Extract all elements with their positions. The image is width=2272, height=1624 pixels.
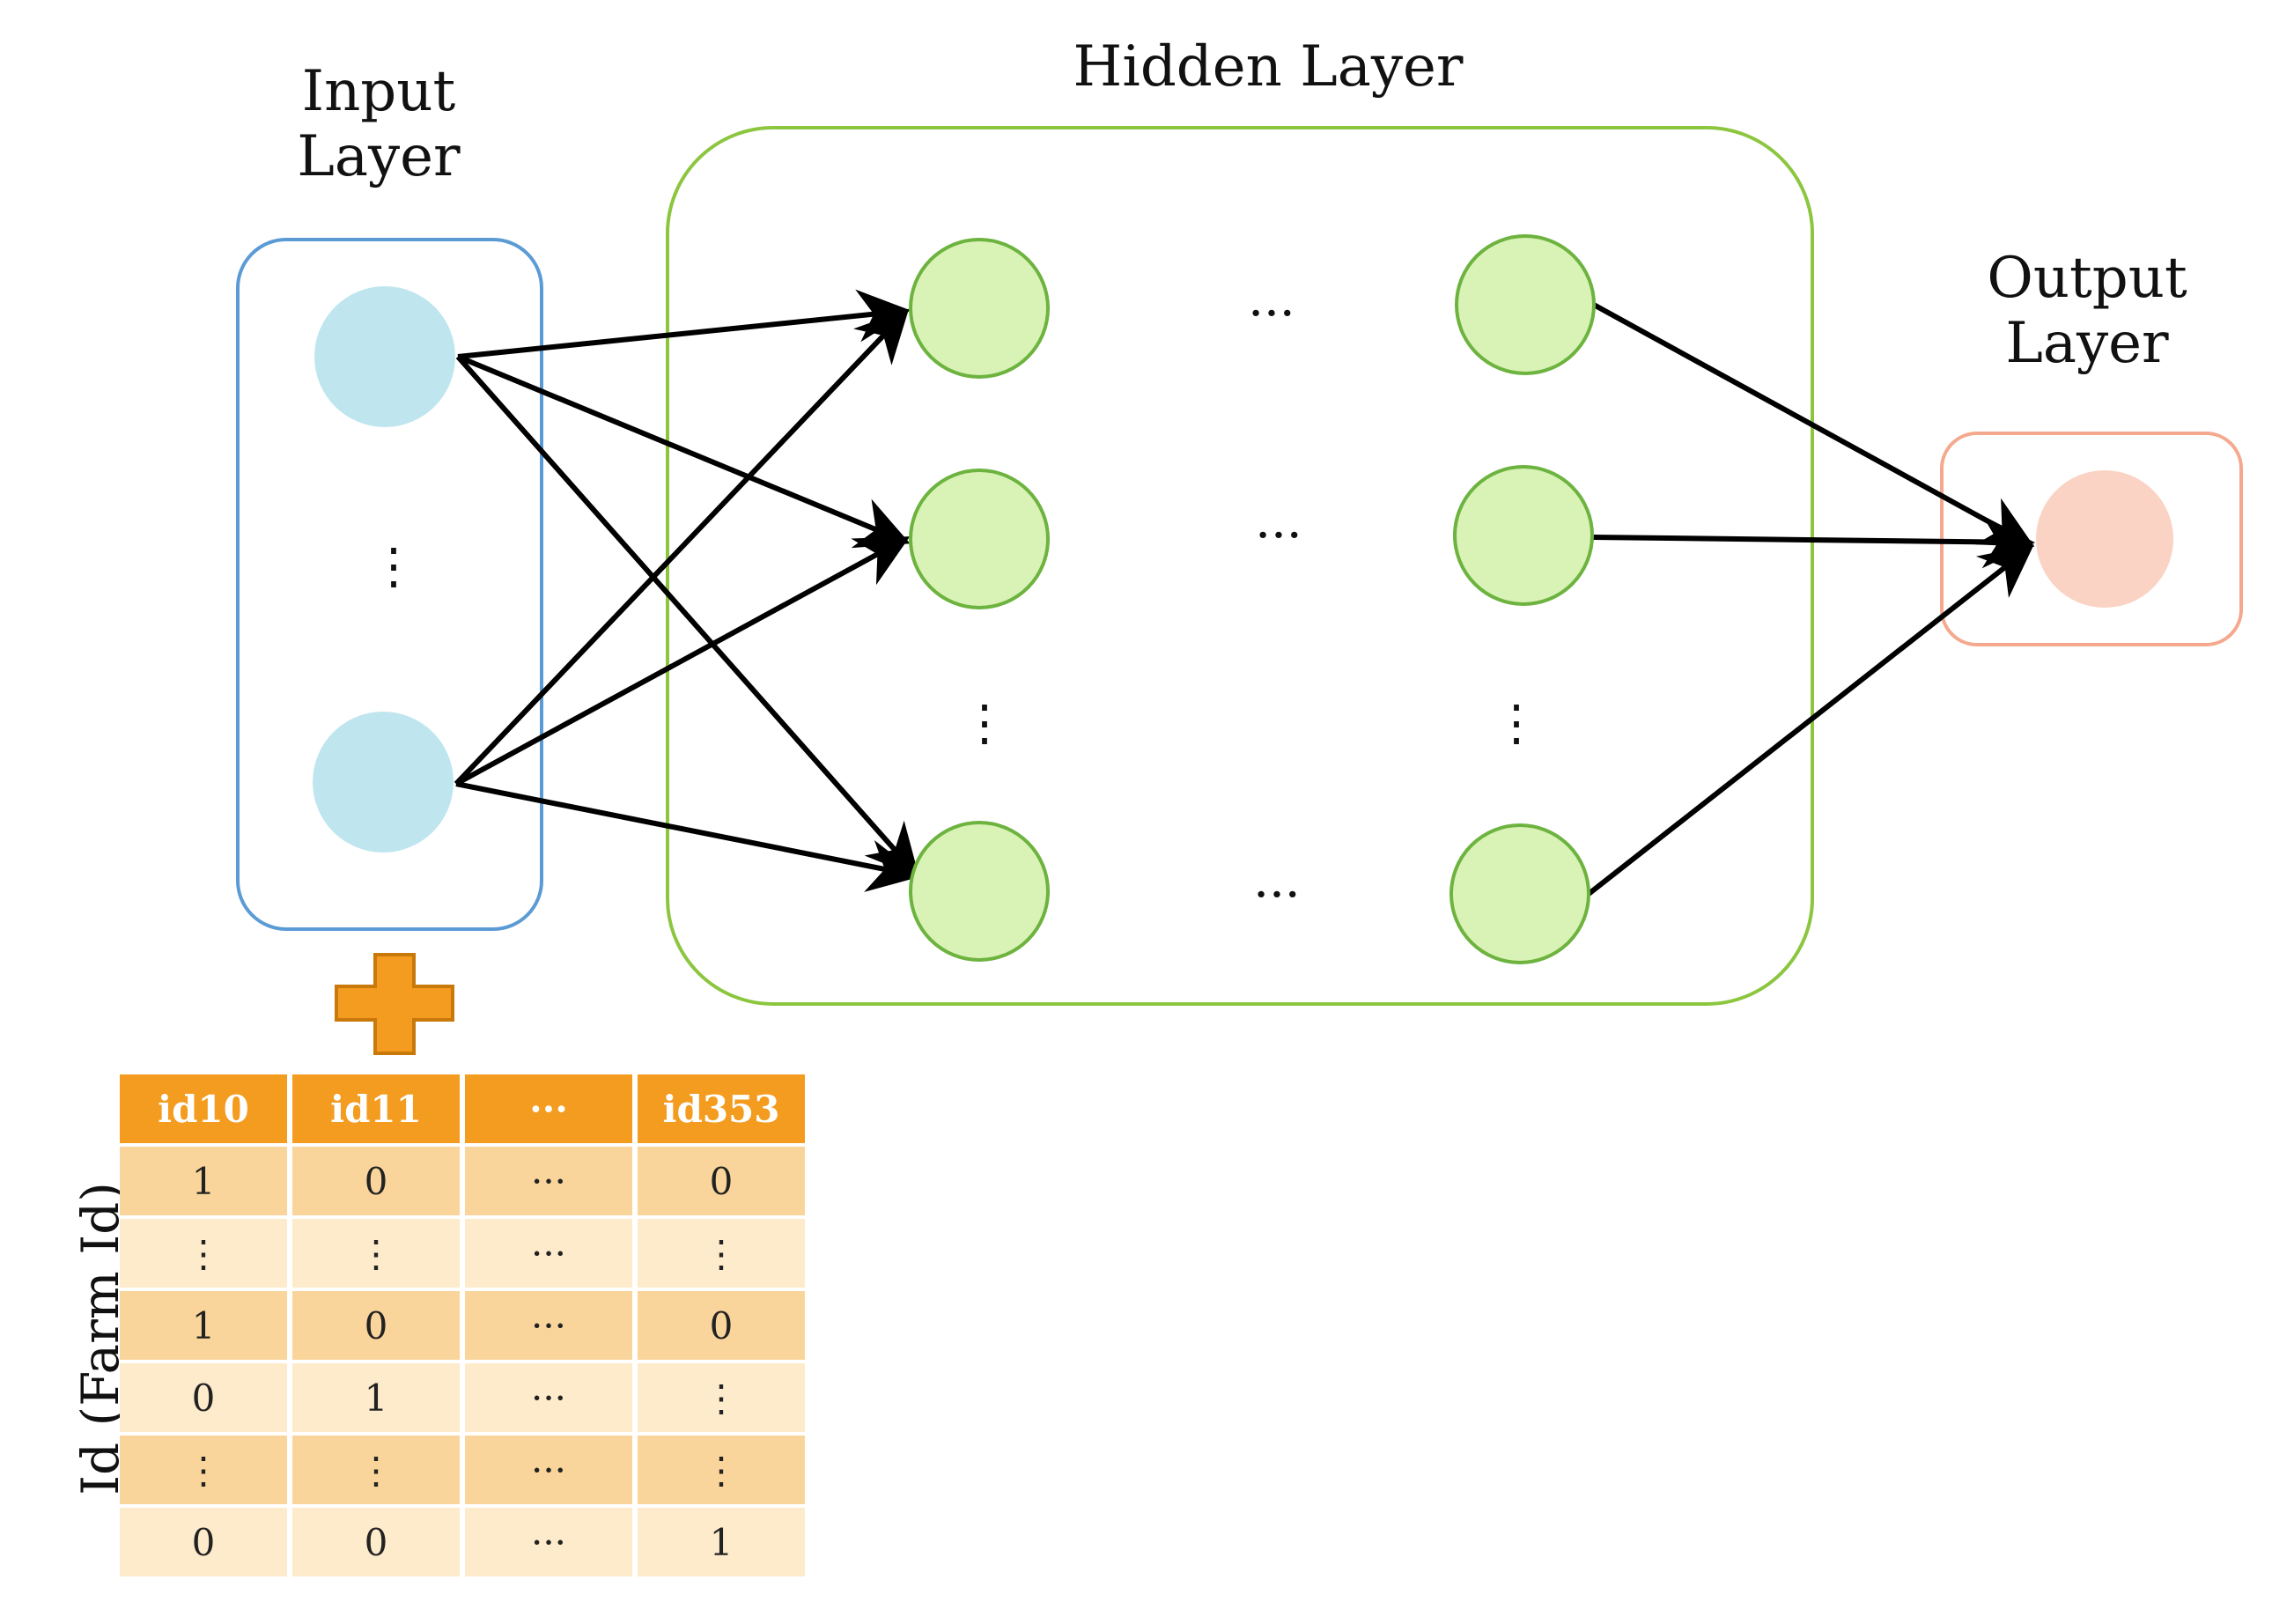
table-row: 0 0 ··· 1 xyxy=(120,1508,805,1576)
output-layer-title-line2: Layer xyxy=(2005,310,2169,376)
input-node-2 xyxy=(313,712,454,853)
edge-h4-out xyxy=(1590,301,2035,547)
table-header-cell: id353 xyxy=(638,1074,805,1143)
table-header-row: id10 id11 ··· id353 xyxy=(120,1074,805,1143)
hidden-node-col2-row3 xyxy=(1450,823,1590,964)
ellipsis-hidden-row2: ··· xyxy=(1255,507,1302,565)
table-cell: ··· xyxy=(465,1508,632,1576)
edge-in1-h1 xyxy=(457,289,911,359)
hidden-layer-box xyxy=(666,126,1814,1006)
table-cell: ··· xyxy=(465,1147,632,1215)
table-cell: 0 xyxy=(292,1147,460,1215)
table-cell: ⋮ xyxy=(120,1436,287,1504)
table-cell: 0 xyxy=(120,1508,287,1576)
input-layer-title-line1: Input xyxy=(301,59,456,124)
table-row: ⋮ ⋮ ··· ⋮ xyxy=(120,1436,805,1504)
edge-in2-h3 xyxy=(455,781,921,892)
input-layer-title-line2: Layer xyxy=(297,123,461,189)
hidden-node-col1-row1 xyxy=(909,238,1050,379)
hidden-layer-title: Hidden Layer xyxy=(1073,34,1464,100)
input-layer-box xyxy=(236,238,543,931)
edge-in1-h2 xyxy=(456,354,911,549)
table-cell: ··· xyxy=(465,1291,632,1360)
edge-h6-out xyxy=(1587,544,2034,897)
table-row: 0 1 ··· ⋮ xyxy=(120,1363,805,1432)
edge-in2-h1 xyxy=(454,308,910,786)
table-header-cell: ··· xyxy=(465,1074,632,1143)
output-layer-title-line1: Output xyxy=(1987,246,2187,311)
hidden-node-col1-row2 xyxy=(909,469,1050,609)
ellipsis-hidden-col1-vertical: ⋮ xyxy=(960,695,1009,752)
table-cell: ··· xyxy=(465,1436,632,1504)
one-hot-table: id10 id11 ··· id353 1 0 ··· 0 ⋮ ⋮ ··· ⋮ … xyxy=(114,1071,810,1580)
input-layer-title: Input Layer xyxy=(247,59,511,189)
output-node xyxy=(2036,470,2173,608)
output-layer-title: Output Layer xyxy=(1937,246,2237,376)
table-cell: ··· xyxy=(465,1363,632,1432)
table-cell: ··· xyxy=(465,1219,632,1288)
table-cell: 1 xyxy=(120,1291,287,1360)
table-row: 1 0 ··· 0 xyxy=(120,1291,805,1360)
table-cell: ⋮ xyxy=(638,1363,805,1432)
hidden-node-col2-row2 xyxy=(1453,465,1594,606)
table-cell: 0 xyxy=(292,1508,460,1576)
table-row: 1 0 ··· 0 xyxy=(120,1147,805,1215)
table-cell: 1 xyxy=(638,1508,805,1576)
table-cell: ⋮ xyxy=(292,1436,460,1504)
table-cell: ⋮ xyxy=(292,1219,460,1288)
table-header-cell: id10 xyxy=(120,1074,287,1143)
table-cell: 0 xyxy=(638,1147,805,1215)
table-cell: 0 xyxy=(120,1363,287,1432)
ellipsis-hidden-col2-vertical: ⋮ xyxy=(1492,695,1541,752)
ellipsis-input-vertical: ⋮ xyxy=(369,538,418,595)
table-cell: ⋮ xyxy=(120,1219,287,1288)
table-cell: 1 xyxy=(292,1363,460,1432)
plus-icon xyxy=(335,953,454,1055)
table-header-cell: id11 xyxy=(292,1074,460,1143)
table-cell: 0 xyxy=(292,1291,460,1360)
table-cell: ⋮ xyxy=(638,1219,805,1288)
table-cell: ⋮ xyxy=(638,1436,805,1504)
edge-in2-h2 xyxy=(454,536,911,786)
hidden-node-col2-row1 xyxy=(1455,234,1596,375)
ellipsis-hidden-row1: ··· xyxy=(1248,285,1295,343)
table-cell: 0 xyxy=(638,1291,805,1360)
edge-h5-out xyxy=(1591,515,2035,569)
table-cell: 1 xyxy=(120,1147,287,1215)
input-node-1 xyxy=(314,286,455,427)
edge-in1-h3 xyxy=(455,355,919,878)
table-row: ⋮ ⋮ ··· ⋮ xyxy=(120,1219,805,1288)
hidden-node-col1-row3 xyxy=(909,821,1050,962)
ellipsis-hidden-row3: ··· xyxy=(1253,867,1300,924)
